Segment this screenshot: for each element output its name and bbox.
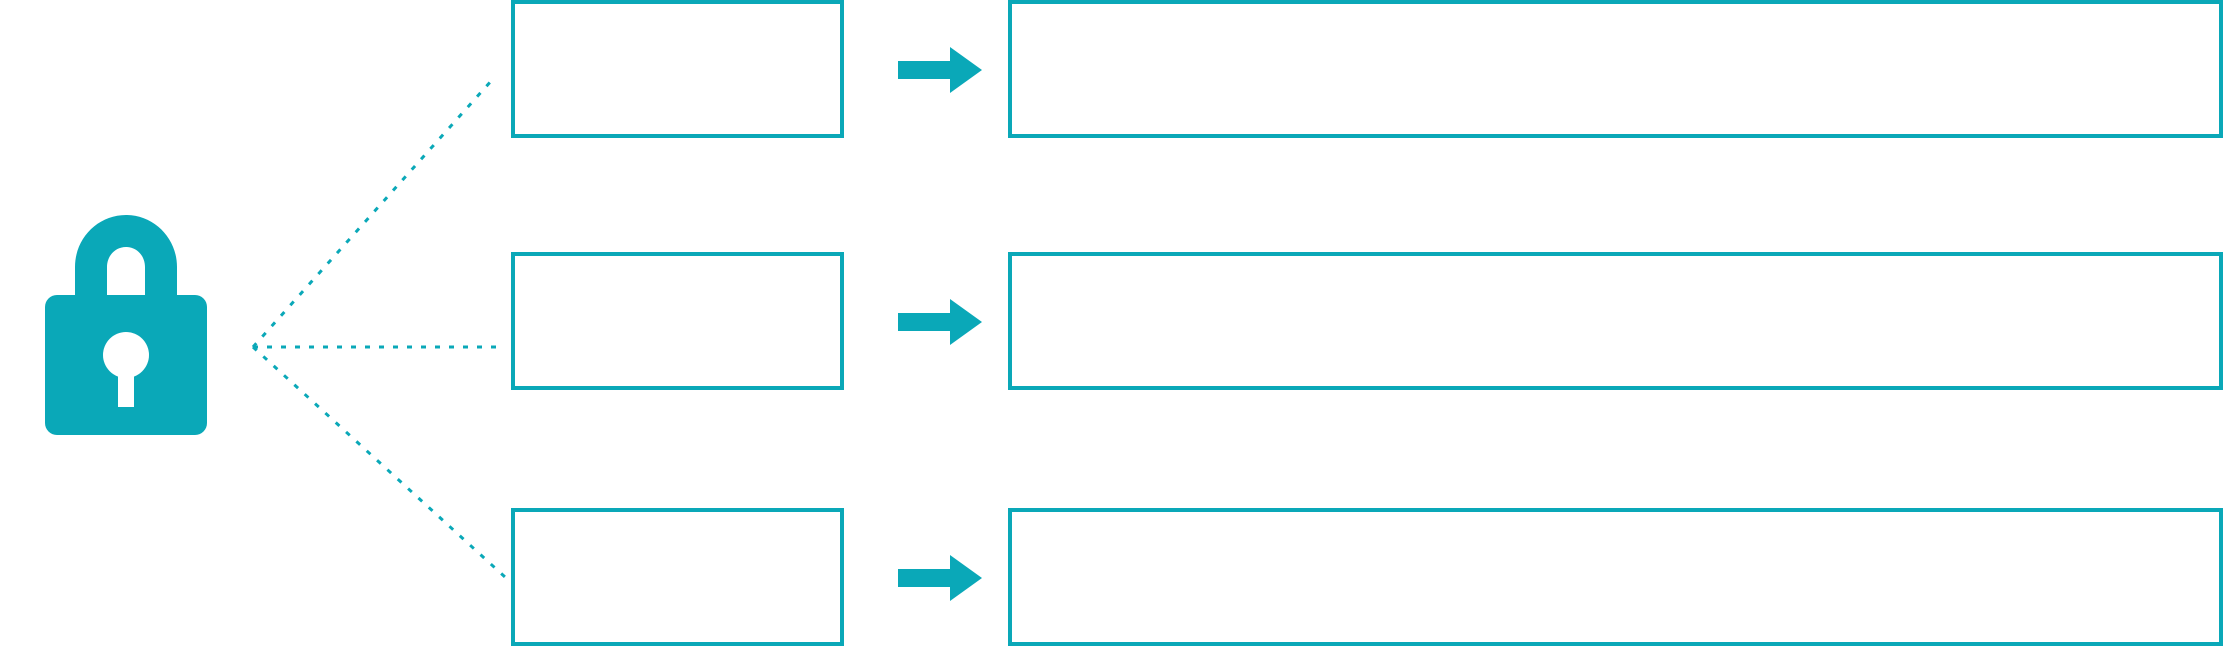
stage-box-2-text — [515, 256, 840, 386]
outcome-box-1[interactable] — [1008, 0, 2223, 138]
stage-box-3[interactable] — [511, 508, 844, 646]
stage-box-3-text — [515, 512, 840, 642]
outcome-box-3[interactable] — [1008, 508, 2223, 646]
arrow-right-icon-1-glyph — [898, 47, 982, 93]
lock-icon — [28, 210, 224, 445]
outcome-box-2[interactable] — [1008, 252, 2223, 390]
outcome-box-2-text — [1012, 256, 2219, 386]
stage-box-2[interactable] — [511, 252, 844, 390]
outcome-box-3-text — [1012, 512, 2219, 642]
arrow-right-icon-2-glyph — [898, 299, 982, 345]
outcome-box-1-text — [1012, 4, 2219, 134]
stage-box-1[interactable] — [511, 0, 844, 138]
arrow-right-icon-2 — [898, 299, 982, 345]
stage-box-1-text — [515, 4, 840, 134]
arrow-right-icon-3-glyph — [898, 555, 982, 601]
lock-icon-glyph — [45, 215, 207, 435]
flow-row-1 — [0, 0, 2229, 146]
arrow-right-icon-1 — [898, 47, 982, 93]
arrow-right-icon-3 — [898, 555, 982, 601]
flow-row-2 — [0, 252, 2229, 398]
flow-row-3 — [0, 508, 2229, 654]
